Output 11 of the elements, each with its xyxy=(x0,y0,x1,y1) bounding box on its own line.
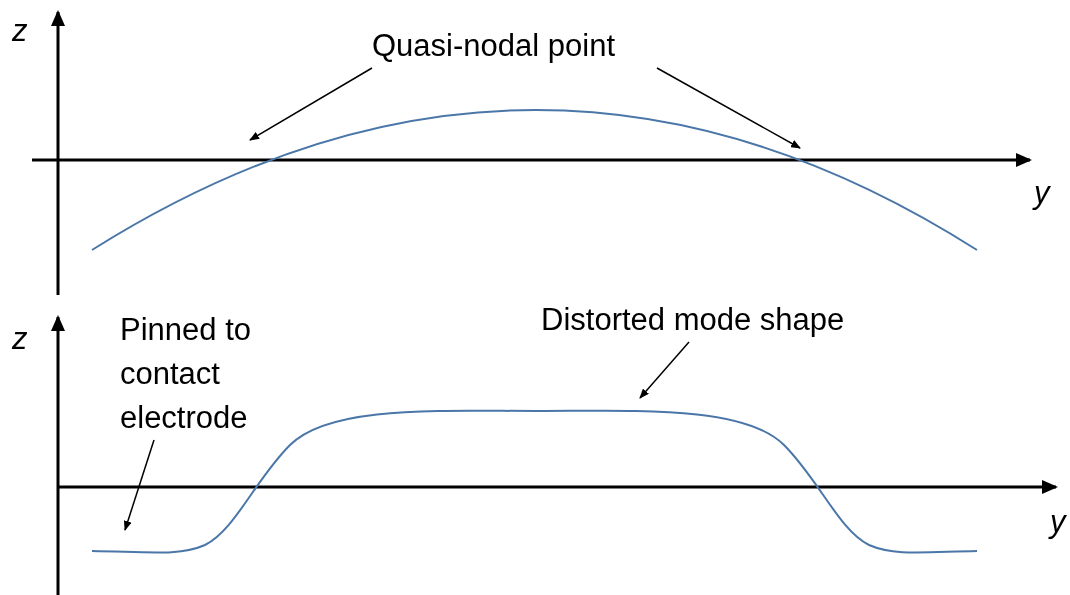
axis-label: z xyxy=(12,14,28,48)
leader-line xyxy=(249,67,373,141)
axis-label: z xyxy=(12,322,28,356)
callout-text: Distorted mode shape xyxy=(541,298,911,342)
axis-label: y xyxy=(1034,176,1050,210)
callout-text: Quasi-nodal point xyxy=(372,24,672,68)
callout-text: Pinned to contact electrode xyxy=(120,308,290,440)
leader-line xyxy=(639,341,690,399)
leader-line xyxy=(123,439,155,531)
axis-label: y xyxy=(1050,505,1066,539)
leader-line xyxy=(656,67,801,149)
